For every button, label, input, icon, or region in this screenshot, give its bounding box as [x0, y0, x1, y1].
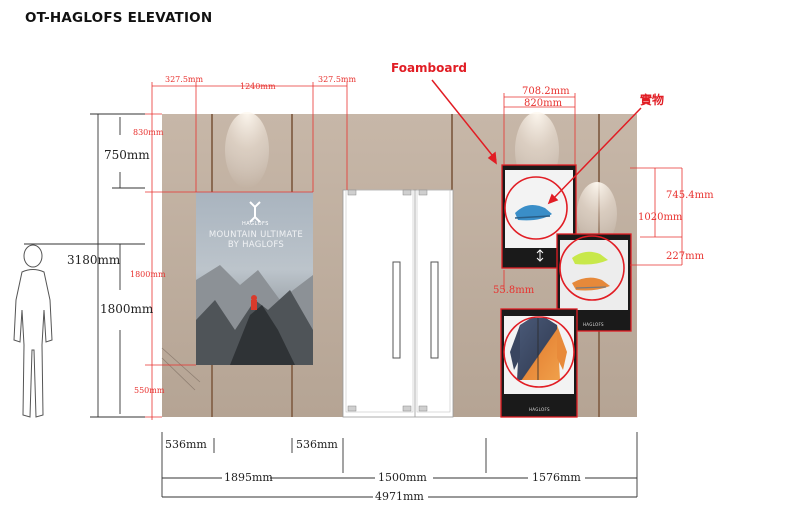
dim-box-right-bottom: 227mm: [666, 251, 705, 262]
poster-headline-line2: BY HAGLOFS: [227, 240, 285, 250]
dim-height-750: 750mm: [104, 148, 150, 162]
box-brand-jacket: HAGLOFS: [529, 407, 550, 412]
dim-poster-width: 1240mm: [240, 82, 276, 91]
dim-height-total: 3180mm: [67, 253, 121, 267]
dim-poster-right-margin: 327.5mm: [318, 75, 357, 84]
dim-bottom-1500: 1500mm: [378, 471, 427, 484]
dim-bottom-total: 4971mm: [375, 490, 424, 503]
dim-box-gap: 55.8mm: [493, 285, 535, 296]
red-dimension-lines: [145, 82, 683, 420]
dim-height-1800: 1800mm: [100, 302, 154, 316]
dim-bottom-1576: 1576mm: [532, 471, 581, 484]
dim-poster-top: 830mm: [133, 128, 164, 137]
box-brand-right: HAGLOFS: [583, 322, 604, 327]
page-title: OT-HAGLOFS ELEVATION: [25, 10, 213, 26]
dim-box-width-outer: 820mm: [524, 98, 563, 109]
human-scale-figure: [13, 244, 53, 418]
dim-poster-bottom: 550mm: [134, 386, 165, 395]
dim-bottom-536-right: 536mm: [296, 438, 338, 451]
dim-box-right-offset: 1020mm: [638, 212, 683, 223]
dim-poster-left-margin: 327.5mm: [165, 75, 204, 84]
dim-box-width-inner: 708.2mm: [522, 86, 570, 97]
dim-bottom-536-left: 536mm: [165, 438, 207, 451]
poster-brand: HAGLOFS: [242, 221, 269, 227]
annotation-foamboard: Foamboard: [391, 61, 467, 75]
annotation-arrows: [431, 79, 642, 205]
dim-box-right-height: 745.4mm: [666, 190, 714, 201]
haglofs-logo-icon: [249, 201, 261, 223]
poster-headline-line1: MOUNTAIN ULTIMATE: [208, 230, 304, 240]
annotation-real-item: 實物: [640, 93, 665, 107]
dim-bottom-1895: 1895mm: [224, 471, 273, 484]
black-dimension-lines: [24, 113, 638, 498]
poster: [196, 192, 313, 365]
display-box-jacket: [500, 308, 578, 418]
dim-poster-height: 1800mm: [130, 270, 166, 279]
glass-door: [342, 189, 454, 418]
poster-headline: MOUNTAIN ULTIMATE BY HAGLOFS: [200, 230, 312, 250]
